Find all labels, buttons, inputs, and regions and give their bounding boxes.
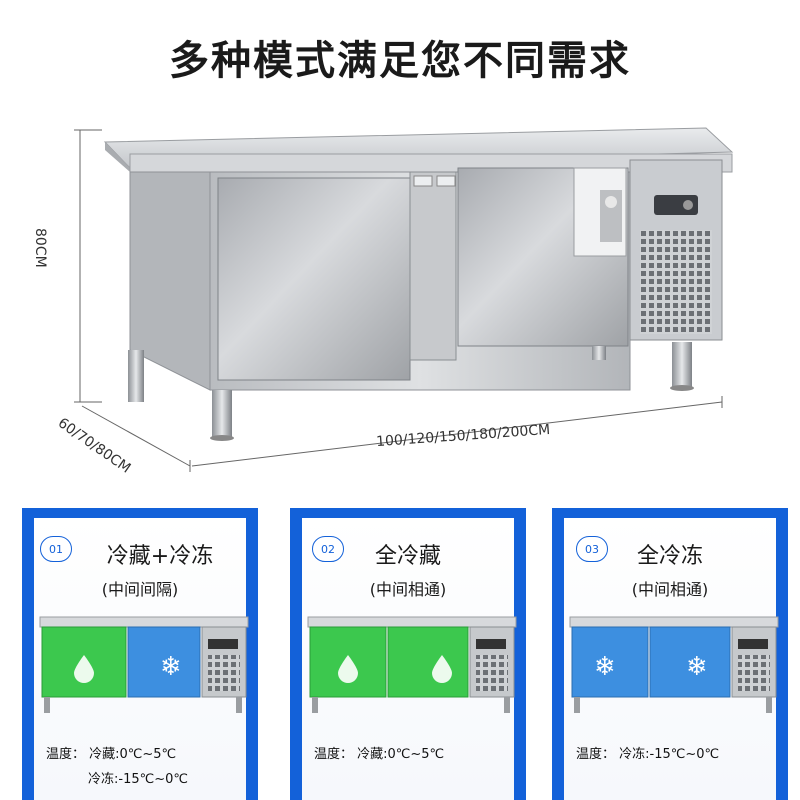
fridge-thumbnail-chill-freeze <box>39 616 249 713</box>
chill-icon <box>430 653 454 683</box>
temperature-spec-line: 冷冻:-15℃~0℃ <box>88 772 188 787</box>
mode-title: 全冷藏 <box>374 544 441 569</box>
fridge-thumbnail-full-chill <box>307 616 517 713</box>
snowflake-icon: ❄ <box>686 652 708 682</box>
mode-title: 全冷冻 <box>636 544 703 569</box>
mode-card-panel: 02 全冷藏 (中间相通) 温度： 冷藏:0℃~5℃ <box>302 518 517 800</box>
mode-number-badge: 03 <box>576 536 608 562</box>
mode-card-full-freeze: 03 全冷冻 (中间相通) ❄ ❄ 温度： 冷冻:-15℃~0℃ <box>552 508 788 800</box>
chill-icon <box>72 653 96 683</box>
chill-icon <box>336 653 360 683</box>
headline: 多种模式满足您不同需求 <box>169 38 631 84</box>
mode-card-panel: 03 全冷冻 (中间相通) ❄ ❄ 温度： 冷冻:-15℃~0℃ <box>564 518 779 800</box>
mode-card-panel: 01 冷藏+冷冻 (中间间隔) ❄ 温度： 冷藏:0℃~5℃ 冷冻:-15℃~0… <box>34 518 249 800</box>
mode-title: 冷藏+冷冻 <box>106 544 214 569</box>
snowflake-icon: ❄ <box>594 652 616 682</box>
mode-subtitle: (中间间隔) <box>101 580 179 599</box>
mode-number-badge: 02 <box>312 536 344 562</box>
temperature-spec-line: 温度： 冷冻:-15℃~0℃ <box>576 747 720 762</box>
fridge-thumbnail-full-freeze <box>569 616 779 713</box>
mode-number-badge: 01 <box>40 536 72 562</box>
mode-cards: 01 冷藏+冷冻 (中间间隔) ❄ 温度： 冷藏:0℃~5℃ 冷冻:-15℃~0… <box>0 508 800 800</box>
height-dimension-label: 80CM <box>32 228 48 268</box>
mode-card-chill-freeze: 01 冷藏+冷冻 (中间间隔) ❄ 温度： 冷藏:0℃~5℃ 冷冻:-15℃~0… <box>22 508 258 800</box>
mode-subtitle: (中间相通) <box>631 580 709 599</box>
dimension-lines <box>74 129 723 472</box>
mode-subtitle: (中间相通) <box>369 580 447 599</box>
fridge-illustration <box>74 127 734 472</box>
hero-fridge-image <box>0 110 800 480</box>
temperature-spec-line: 温度： 冷藏:0℃~5℃ <box>46 747 177 762</box>
temperature-spec-line: 温度： 冷藏:0℃~5℃ <box>314 747 445 762</box>
mode-card-full-chill: 02 全冷藏 (中间相通) 温度： 冷藏:0℃~5℃ <box>290 508 526 800</box>
snowflake-icon: ❄ <box>160 652 182 682</box>
